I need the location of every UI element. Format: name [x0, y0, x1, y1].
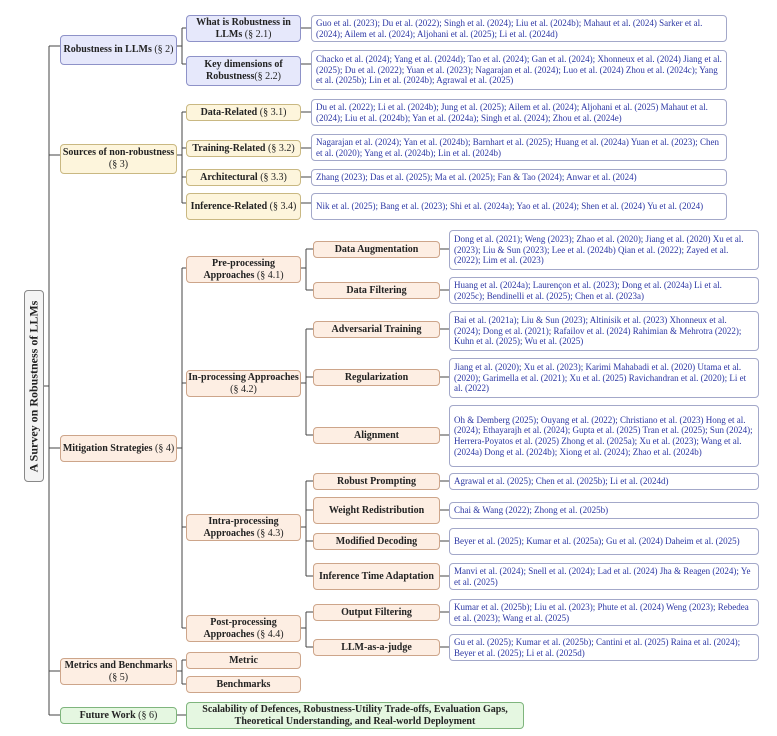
- section-ref: (§ 3): [108, 159, 129, 170]
- refs-training-related: Nagarajan et al. (2024); Yan et al. (202…: [311, 134, 727, 161]
- refs-inference-related: Nik et al. (2025); Bang et al. (2023); S…: [311, 193, 727, 220]
- method-modified-decoding: Modified Decoding: [313, 533, 440, 550]
- section-ref: (§ 4.2): [230, 383, 257, 395]
- method-title: Data Filtering: [346, 284, 407, 296]
- category-mitigation-strategies: Mitigation Strategies (§ 4): [60, 435, 177, 462]
- category-title: Future Work: [79, 709, 136, 721]
- section-ref: (§ 3.1): [259, 106, 287, 118]
- method-llm-as-a-judge: LLM-as-a-judge: [313, 639, 440, 656]
- node-title: Intra-processing Approaches: [203, 515, 279, 539]
- node-inference-related: Inference-Related (§ 3.4): [186, 193, 301, 220]
- method-title: Alignment: [354, 429, 399, 441]
- survey-title: A Survey on Robustness of LLMs: [26, 300, 41, 472]
- refs-modified-decoding: Beyer et al. (2025); Kumar et al. (2025a…: [449, 528, 759, 555]
- method-title: Data Augmentation: [334, 243, 419, 255]
- refs-output-filtering: Kumar et al. (2025b); Liu et al. (2023);…: [449, 599, 759, 626]
- refs-weight-redistribution: Chai & Wang (2022); Zhong et al. (2025b): [449, 502, 759, 519]
- category-title: Mitigation Strategies: [62, 442, 153, 454]
- node-title: Architectural: [200, 171, 258, 183]
- category-title: Metrics and Benchmarks: [64, 659, 173, 671]
- survey-root-node: A Survey on Robustness of LLMs: [24, 290, 44, 482]
- node-training-related: Training-Related (§ 3.2): [186, 140, 301, 157]
- node-title: Training-Related: [192, 142, 266, 154]
- category-metrics-and-benchmarks: Metrics and Benchmarks (§ 5): [60, 658, 177, 685]
- refs-data-augmentation: Dong et al. (2021); Weng (2023); Zhao et…: [449, 230, 759, 270]
- method-data-filtering: Data Filtering: [313, 282, 440, 299]
- refs-what-is-robustness: Guo et al. (2023); Du et al. (2022); Sin…: [311, 15, 727, 42]
- node-title: What is Robustness in LLMs: [196, 16, 291, 40]
- section-ref: (§ 2): [154, 44, 174, 55]
- node-architectural: Architectural (§ 3.3): [186, 169, 301, 186]
- node-title: Data-Related: [200, 106, 258, 118]
- node-in-processing: In-processing Approaches (§ 4.2): [186, 370, 301, 397]
- method-title: Regularization: [344, 371, 409, 383]
- node-key-dimensions: Key dimensions of Robustness(§ 2.2): [186, 56, 301, 86]
- method-title: Adversarial Training: [331, 323, 422, 335]
- node-what-is-robustness: What is Robustness in LLMs (§ 2.1): [186, 15, 301, 42]
- node-title: Benchmarks: [216, 678, 271, 690]
- category-future-work: Future Work (§ 6): [60, 707, 177, 724]
- section-ref: (§ 3.4): [269, 200, 297, 212]
- section-ref: (§ 4.1): [256, 269, 284, 281]
- category-title: Sources of non-robustness: [62, 147, 175, 158]
- section-ref: (§ 3.2): [267, 142, 295, 154]
- method-title: Robust Prompting: [337, 475, 416, 487]
- node-pre-processing: Pre-processing Approaches (§ 4.1): [186, 256, 301, 283]
- section-ref: (§ 4): [155, 442, 175, 454]
- node-title: Pre-processing Approaches: [203, 257, 275, 281]
- method-title: Inference Time Adaptation: [318, 570, 434, 582]
- refs-llm-as-a-judge: Gu et al. (2025); Kumar et al. (2025b); …: [449, 634, 759, 661]
- method-inference-time-adaptation: Inference Time Adaptation: [313, 563, 440, 590]
- method-data-augmentation: Data Augmentation: [313, 241, 440, 258]
- method-regularization: Regularization: [313, 369, 440, 386]
- node-title: Key dimensions of Robustness: [204, 59, 283, 82]
- node-post-processing: Post-processing Approaches (§ 4.4): [186, 615, 301, 642]
- node-intra-processing: Intra-processing Approaches (§ 4.3): [186, 514, 301, 541]
- method-title: Output Filtering: [341, 606, 412, 618]
- refs-robust-prompting: Agrawal et al. (2025); Chen et al. (2025…: [449, 473, 759, 490]
- refs-alignment: Oh & Demberg (2025); Ouyang et al. (2022…: [449, 405, 759, 467]
- node-future-work-topics: Scalability of Defences, Robustness-Util…: [186, 702, 524, 729]
- refs-data-related: Du et al. (2022); Li et al. (2024b); Jun…: [311, 99, 727, 126]
- node-title: Metric: [229, 654, 258, 666]
- refs-architectural: Zhang (2023); Das et al. (2025); Ma et a…: [311, 169, 727, 186]
- node-metric: Metric: [186, 652, 301, 669]
- refs-adversarial-training: Bai et al. (2021a); Liu & Sun (2023); Al…: [449, 311, 759, 351]
- method-title: Modified Decoding: [335, 535, 418, 547]
- method-weight-redistribution: Weight Redistribution: [313, 497, 440, 524]
- method-title: Weight Redistribution: [328, 504, 425, 516]
- node-data-related: Data-Related (§ 3.1): [186, 104, 301, 121]
- method-alignment: Alignment: [313, 427, 440, 444]
- category-sources-of-non-robustness: Sources of non-robustness (§ 3): [60, 144, 177, 174]
- section-ref: (§ 5): [108, 671, 129, 683]
- node-title: Post-processing Approaches: [203, 616, 277, 640]
- section-ref: (§ 2.1): [244, 28, 272, 40]
- category-title: Robustness in LLMs: [63, 44, 152, 55]
- method-adversarial-training: Adversarial Training: [313, 321, 440, 338]
- refs-inference-time-adaptation: Manvi et al. (2024); Snell et al. (2024)…: [449, 563, 759, 590]
- section-ref: (§ 6): [138, 709, 158, 721]
- category-robustness-in-llms: Robustness in LLMs (§ 2): [60, 35, 177, 65]
- section-ref: (§ 4.4): [256, 628, 284, 640]
- section-ref: (§ 4.3): [256, 527, 284, 539]
- refs-data-filtering: Huang et al. (2024a); Laurençon et al. (…: [449, 277, 759, 304]
- node-benchmarks: Benchmarks: [186, 676, 301, 693]
- node-title: Scalability of Defences, Robustness-Util…: [202, 703, 508, 727]
- node-title: Inference-Related: [190, 200, 268, 212]
- section-ref: (§ 2.2): [254, 71, 282, 82]
- section-ref: (§ 3.3): [260, 171, 287, 183]
- node-title: In-processing Approaches: [188, 371, 299, 383]
- refs-regularization: Jiang et al. (2020); Xu et al. (2023); K…: [449, 358, 759, 398]
- refs-key-dimensions: Chacko et al. (2024); Yang et al. (2024d…: [311, 50, 727, 90]
- method-robust-prompting: Robust Prompting: [313, 473, 440, 490]
- method-output-filtering: Output Filtering: [313, 604, 440, 621]
- method-title: LLM-as-a-judge: [341, 641, 412, 653]
